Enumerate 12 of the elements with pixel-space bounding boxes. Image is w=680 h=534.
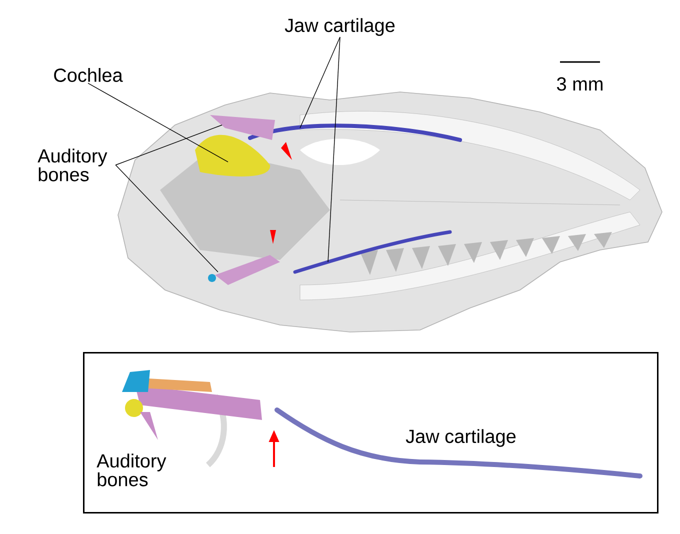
label: Cochlea: [54, 68, 123, 82]
leader-line: [328, 36, 340, 262]
leader-line: [300, 36, 340, 128]
scale-label: 3 mm: [556, 77, 602, 91]
leader-line: [115, 164, 218, 272]
inset-frame: [83, 352, 658, 514]
inset-label: Jaw cartilage: [406, 429, 516, 447]
label: Jaw cartilage: [284, 18, 395, 36]
label: Auditory bones: [38, 148, 108, 182]
leader-line: [115, 124, 222, 166]
inset-label: Auditory bones: [96, 454, 166, 486]
leader-line: [88, 82, 228, 162]
